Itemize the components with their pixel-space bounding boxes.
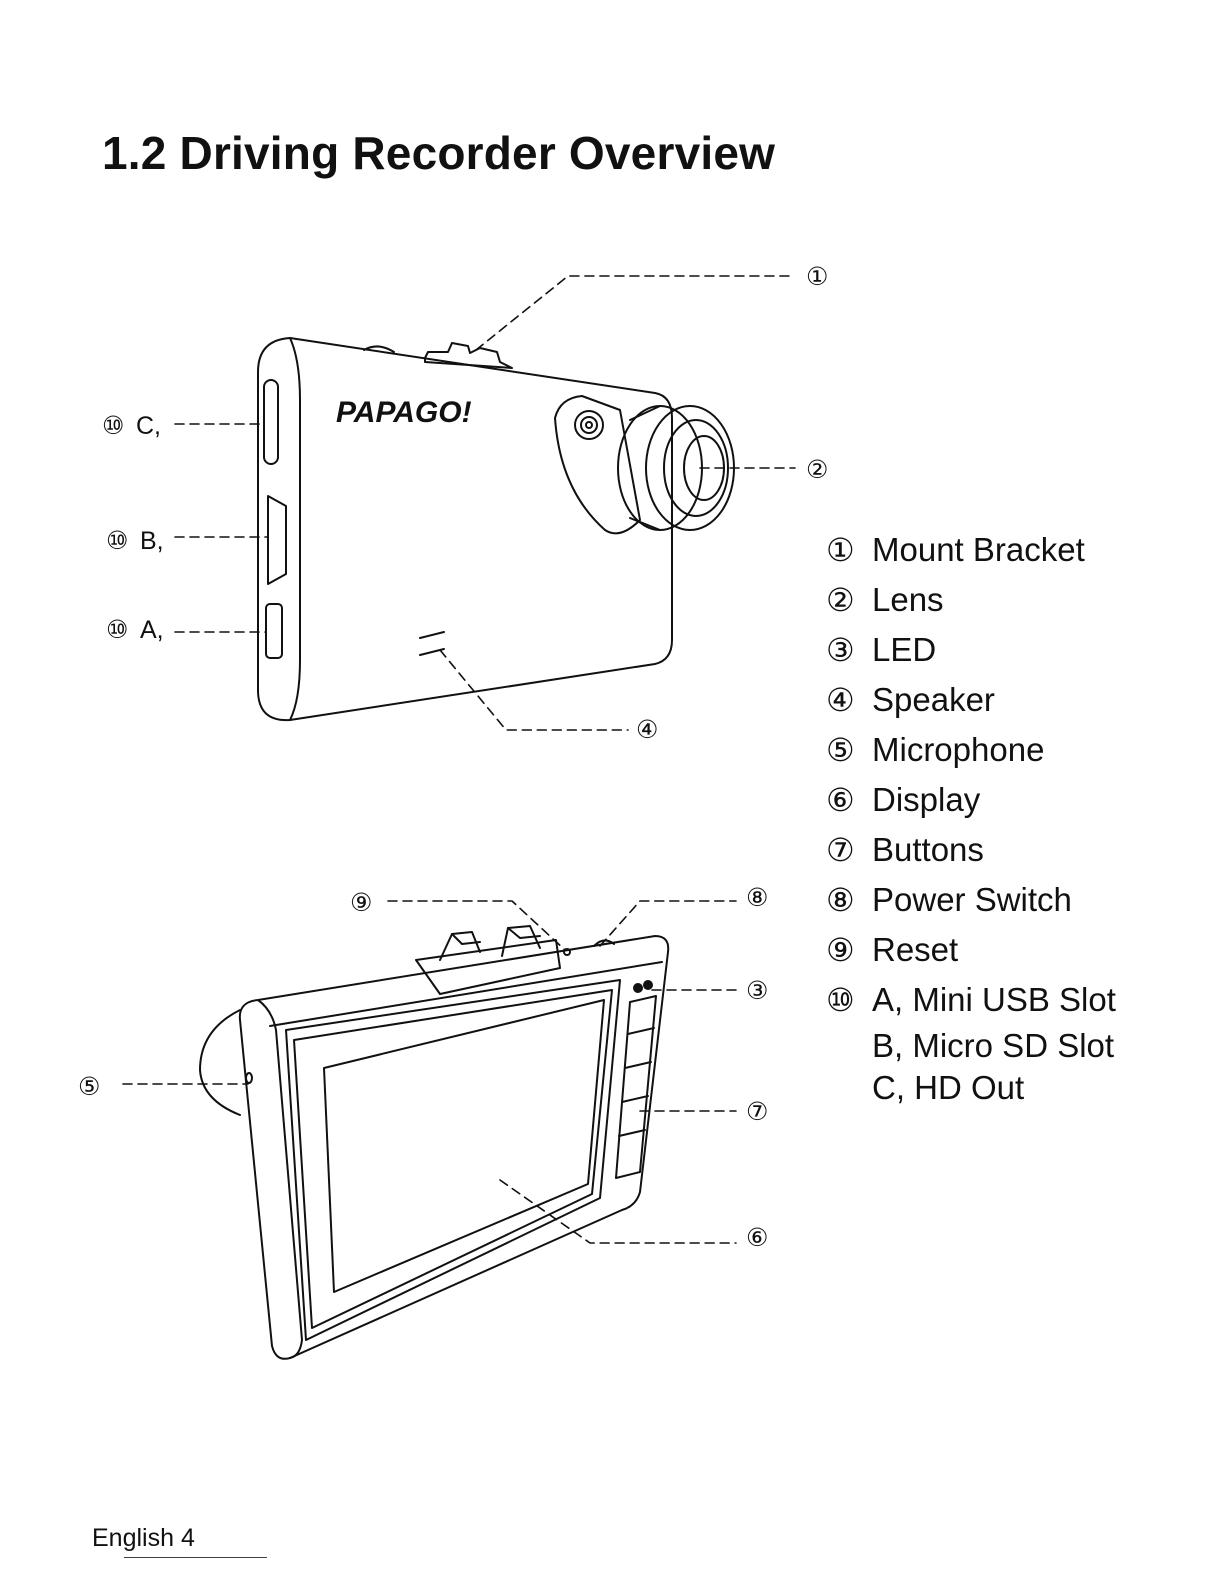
callout-10c-num: ⑩ xyxy=(102,411,124,440)
callout-10a-num: ⑩ xyxy=(106,615,128,644)
leader-8 xyxy=(600,901,736,946)
callout-9: ⑨ xyxy=(350,888,372,917)
button-column xyxy=(616,996,656,1178)
legend-label: Microphone xyxy=(872,725,1044,775)
legend-item: ⑥ Display xyxy=(826,775,1116,825)
legend-number: ⑨ xyxy=(826,925,872,975)
callout-6: ⑥ xyxy=(746,1223,768,1252)
callout-3: ③ xyxy=(746,976,768,1005)
leader-4 xyxy=(440,650,628,730)
micro-sd-slot xyxy=(268,496,286,584)
legend-item: ⑧ Power Switch xyxy=(826,875,1116,925)
legend-number: ⑩ xyxy=(826,975,872,1025)
legend-item: ④ Speaker xyxy=(826,675,1116,725)
front-side-edge xyxy=(290,338,300,720)
callout-10b-num: ⑩ xyxy=(106,526,128,555)
legend-number: ③ xyxy=(826,625,872,675)
legend-item: ③ LED xyxy=(826,625,1116,675)
callout-10c-letter: C, xyxy=(136,412,161,440)
front-view xyxy=(258,338,734,720)
legend-number: ⑥ xyxy=(826,775,872,825)
back-view xyxy=(200,926,668,1359)
led-dot-2 xyxy=(644,981,652,989)
mount-bracket xyxy=(425,343,512,368)
legend-item: ② Lens xyxy=(826,575,1116,625)
legend-number: ② xyxy=(826,575,872,625)
callout-7: ⑦ xyxy=(746,1097,768,1126)
legend-label: LED xyxy=(872,625,936,675)
mini-usb-port xyxy=(266,604,282,658)
legend-number: ① xyxy=(826,525,872,575)
legend-number: ⑤ xyxy=(826,725,872,775)
legend-item: ⑦ Buttons xyxy=(826,825,1116,875)
legend-number: ⑧ xyxy=(826,875,872,925)
legend-label: Power Switch xyxy=(872,875,1072,925)
callout-1: ① xyxy=(806,262,828,291)
lens-housing xyxy=(555,396,640,533)
speaker-slot-1 xyxy=(420,632,444,638)
legend-item: ⑨ Reset xyxy=(826,925,1116,975)
callout-4: ④ xyxy=(636,715,658,744)
legend-item: ⑤ Microphone xyxy=(826,725,1116,775)
legend-number: ⑦ xyxy=(826,825,872,875)
page-footer: English 4 xyxy=(92,1524,195,1553)
led-dot-1 xyxy=(634,984,642,992)
legend-label: A, Mini USB Slot B, Micro SD Slot C, HD … xyxy=(872,975,1116,1109)
rear-lens-bump xyxy=(200,1010,240,1115)
mic-hole xyxy=(246,1073,252,1083)
legend-item: ① Mount Bracket xyxy=(826,525,1116,575)
legend-label: Reset xyxy=(872,925,958,975)
display-screen xyxy=(324,1000,604,1292)
hd-out-port xyxy=(264,380,278,464)
leader-1 xyxy=(476,276,790,350)
legend-label: Mount Bracket xyxy=(872,525,1085,575)
legend-item: ⑩ A, Mini USB Slot B, Micro SD Slot C, H… xyxy=(826,975,1116,1109)
housing-ring xyxy=(575,411,603,439)
legend-label: Lens xyxy=(872,575,944,625)
legend-label: Display xyxy=(872,775,980,825)
legend-label: Buttons xyxy=(872,825,984,875)
callout-10b-letter: B, xyxy=(140,527,164,555)
callout-10a-letter: A, xyxy=(140,616,164,644)
callout-5: ⑤ xyxy=(78,1072,100,1101)
papago-logo: PAPAGO! xyxy=(336,396,472,429)
legend-label: Speaker xyxy=(872,675,995,725)
rear-mount-bracket xyxy=(416,940,560,994)
callout-2: ② xyxy=(806,455,828,484)
callout-8: ⑧ xyxy=(746,883,768,912)
parts-legend: ① Mount Bracket ② Lens ③ LED ④ Speaker ⑤… xyxy=(826,525,1116,1109)
footer-rule xyxy=(124,1557,267,1558)
legend-number: ④ xyxy=(826,675,872,725)
